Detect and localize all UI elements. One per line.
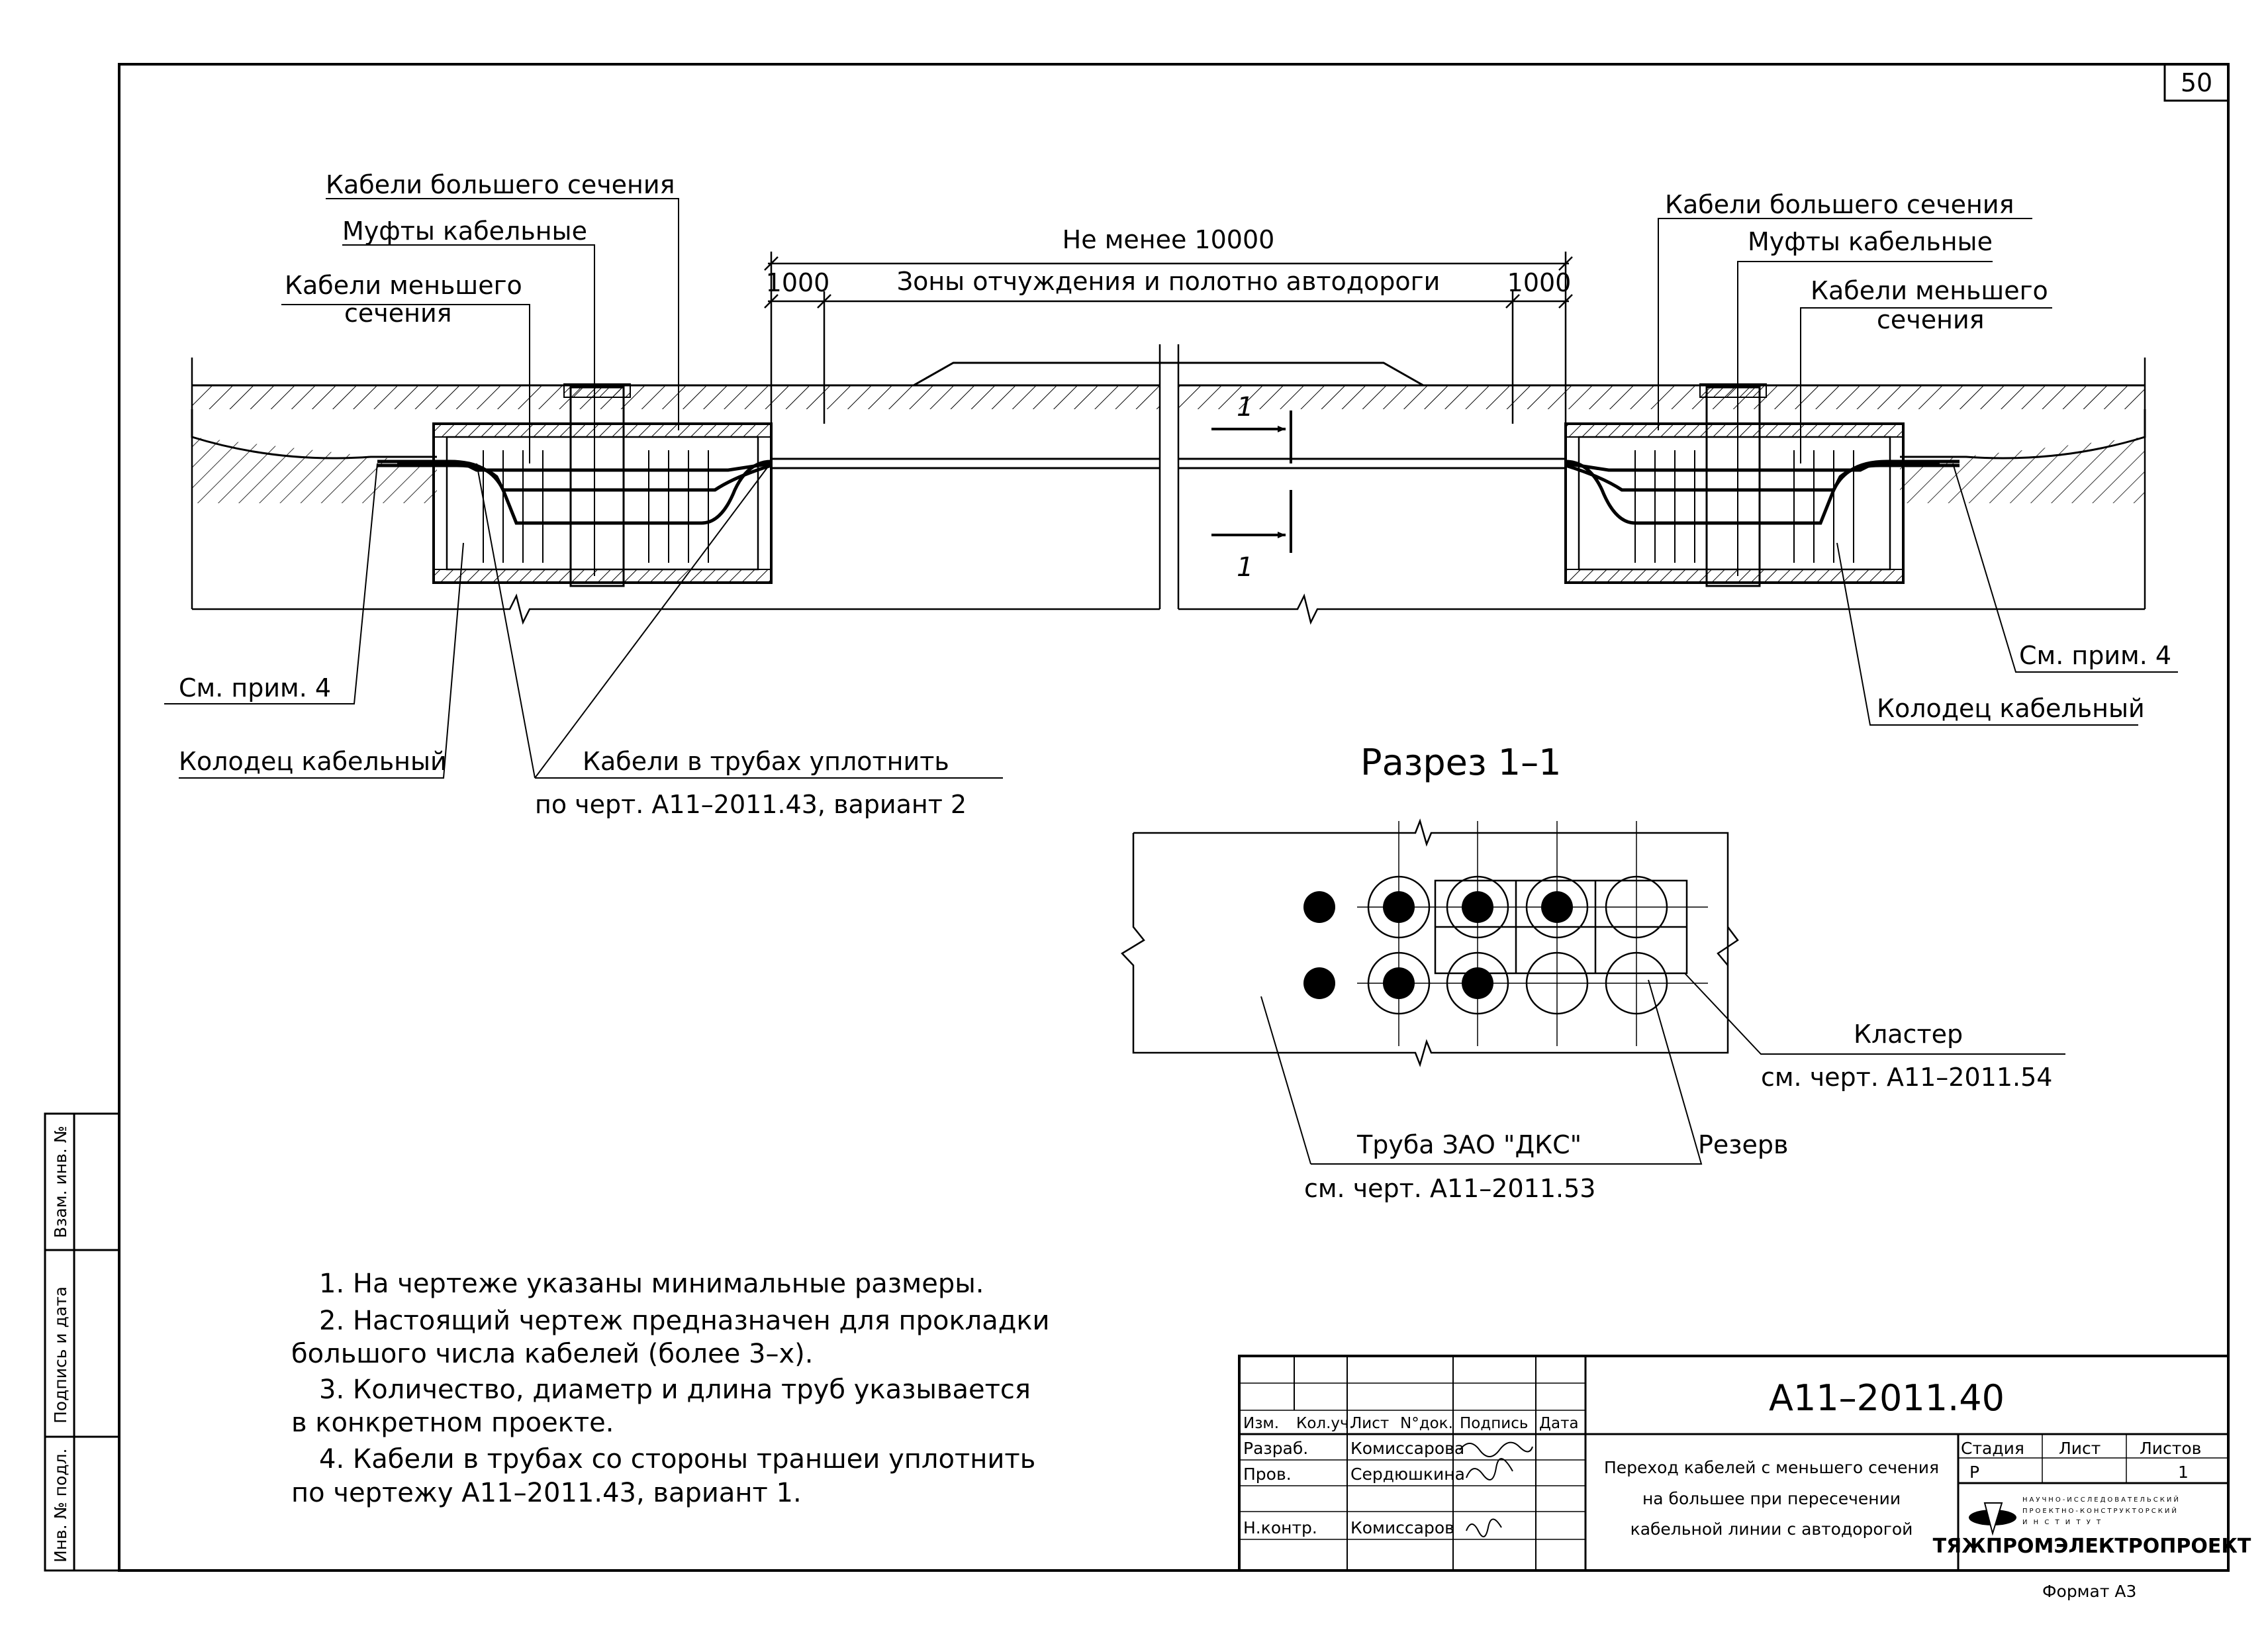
right-cable-well bbox=[1564, 383, 1960, 587]
dim-left: 1000 bbox=[766, 268, 830, 297]
right-leaders bbox=[1658, 218, 2178, 726]
dim-zone: Зоны отчуждения и полотно автодороги bbox=[897, 267, 1441, 296]
section-cut-mark bbox=[1211, 410, 1292, 553]
note-3b: в конкретном проекте. bbox=[291, 1408, 614, 1438]
label-cables-large-right: Кабели большего сечения bbox=[1665, 190, 2014, 219]
label-well-right: Колодец кабельный bbox=[1877, 694, 2145, 723]
label-cables-large-left: Кабели большего сечения bbox=[326, 170, 675, 199]
dimensions bbox=[764, 252, 1573, 424]
label-couplings-left: Муфты кабельные bbox=[342, 217, 587, 246]
label-cables-small-right-2: сечения bbox=[1877, 305, 1985, 334]
tb-org-small-2: ПРОЕКТНО-КОНСТРУКТОРСКИЙ bbox=[2022, 1506, 2179, 1515]
label-well-left: Колодец кабельный bbox=[179, 747, 447, 776]
note-2b: большого числа кабелей (более 3–х). bbox=[291, 1339, 814, 1369]
notes: 1. На чертеже указаны минимальные размер… bbox=[291, 1269, 1050, 1508]
sheet-number: 50 bbox=[2181, 68, 2212, 97]
tb-role-3: Н.контр. bbox=[1243, 1518, 1317, 1537]
dim-right: 1000 bbox=[1507, 268, 1572, 297]
plan-view: Не менее 10000 1000 Зоны отчуждения и по… bbox=[164, 170, 2178, 819]
sheet-frame bbox=[118, 63, 2230, 1572]
label-cables-small-left-1: Кабели меньшего bbox=[285, 271, 522, 300]
label-see-note-right: См. прим. 4 bbox=[2019, 641, 2171, 670]
tb-stage-label: Стадия bbox=[1961, 1439, 2024, 1458]
label-cluster-ref: см. черт. А11–2011.54 bbox=[1761, 1063, 2052, 1092]
label-cables-small-left-2: сечения bbox=[344, 299, 452, 328]
tb-org-small-3: И Н С Т И Т У Т bbox=[2022, 1519, 2103, 1526]
tb-title-3: кабельной линии с автодорогой bbox=[1630, 1520, 1913, 1539]
tb-name-1: Комиссарова bbox=[1350, 1439, 1464, 1458]
tb-sheet-label: Лист bbox=[2059, 1439, 2101, 1458]
label-pipes-2: по черт. А11–2011.43, вариант 2 bbox=[535, 790, 967, 819]
label-cluster: Кластер bbox=[1854, 1020, 1963, 1049]
tb-doc-code: А11–2011.40 bbox=[1769, 1377, 2005, 1419]
section-outline bbox=[1121, 818, 1739, 1067]
tb-header-date: Дата bbox=[1539, 1415, 1579, 1432]
left-cable-well bbox=[377, 383, 773, 587]
section-view: Разрез 1–1 bbox=[1121, 742, 2065, 1203]
tb-title-1: Переход кабелей с меньшего сечения bbox=[1604, 1458, 1939, 1477]
side-stamp bbox=[44, 1112, 120, 1572]
note-1: 1. На чертеже указаны минимальные размер… bbox=[319, 1269, 984, 1299]
stamp-vzam-inv: Взам. инв. № bbox=[51, 1126, 70, 1238]
tb-header-list: Лист bbox=[1350, 1415, 1389, 1432]
stamp-inv-podl: Инв. № подл. bbox=[51, 1449, 70, 1563]
tb-header-izm: Изм. bbox=[1243, 1415, 1279, 1432]
tb-header-kol: Кол.уч. bbox=[1296, 1415, 1354, 1432]
left-leaders bbox=[164, 198, 1003, 779]
tb-name-3: Комиссаров bbox=[1350, 1518, 1454, 1537]
label-pipe-ref: см. черт. А11–2011.53 bbox=[1304, 1174, 1595, 1203]
label-pipe: Труба ЗАО "ДКС" bbox=[1356, 1130, 1582, 1159]
section-mark-bottom: 1 bbox=[1237, 552, 1253, 583]
dim-total: Не менее 10000 bbox=[1063, 225, 1275, 254]
label-couplings-right: Муфты кабельные bbox=[1748, 227, 1993, 256]
tb-header-sign: Подпись bbox=[1460, 1415, 1528, 1432]
pipe-run bbox=[771, 458, 1566, 469]
note-3a: 3. Количество, диаметр и длина труб указ… bbox=[319, 1375, 1031, 1405]
tb-name-2: Сердюшкина bbox=[1350, 1465, 1465, 1484]
note-4a: 4. Кабели в трубах со стороны траншеи уп… bbox=[319, 1444, 1035, 1474]
tb-org-small-1: НАУЧНО-ИССЛЕДОВАТЕЛЬСКИЙ bbox=[2022, 1495, 2181, 1504]
tb-role-2: Пров. bbox=[1243, 1465, 1292, 1484]
label-see-note-left: См. прим. 4 bbox=[179, 673, 331, 702]
signatures bbox=[1459, 1441, 1533, 1537]
title-block-text: Изм. Кол.уч. Лист N°док. Подпись Дата Ра… bbox=[1243, 1377, 2251, 1558]
title-block bbox=[1238, 1355, 2230, 1572]
stamp-podpis-data: Подпись и дата bbox=[51, 1286, 70, 1424]
format-label: Формат А3 bbox=[2042, 1582, 2136, 1601]
tb-stage: Р bbox=[1969, 1463, 1979, 1482]
label-reserve: Резерв bbox=[1698, 1130, 1788, 1159]
tb-header-doc: N°док. bbox=[1400, 1415, 1453, 1432]
cables-in-pipes bbox=[1303, 891, 1573, 999]
section-leaders bbox=[1260, 973, 2065, 1165]
section-mark-top: 1 bbox=[1237, 392, 1253, 422]
org-logo-icon bbox=[1969, 1502, 2016, 1536]
label-pipes-1: Кабели в трубах уплотнить bbox=[583, 747, 949, 776]
tb-sheets: 1 bbox=[2178, 1463, 2189, 1482]
tb-role-1: Разраб. bbox=[1243, 1439, 1308, 1458]
ground-hatch bbox=[191, 344, 2146, 625]
tb-sheets-label: Листов bbox=[2140, 1439, 2201, 1458]
section-title: Разрез 1–1 bbox=[1360, 742, 1561, 783]
tb-title-2: на большее при пересечении bbox=[1642, 1489, 1901, 1508]
pipe-grid bbox=[1357, 821, 1708, 1046]
note-4b: по чертежу А11–2011.43, вариант 1. bbox=[291, 1478, 802, 1508]
label-cables-small-right-1: Кабели меньшего bbox=[1811, 276, 2048, 305]
note-2a: 2. Настоящий чертеж предназначен для про… bbox=[319, 1306, 1050, 1336]
tb-org: ТЯЖПРОМЭЛЕКТРОПРОЕКТ bbox=[1933, 1535, 2251, 1558]
